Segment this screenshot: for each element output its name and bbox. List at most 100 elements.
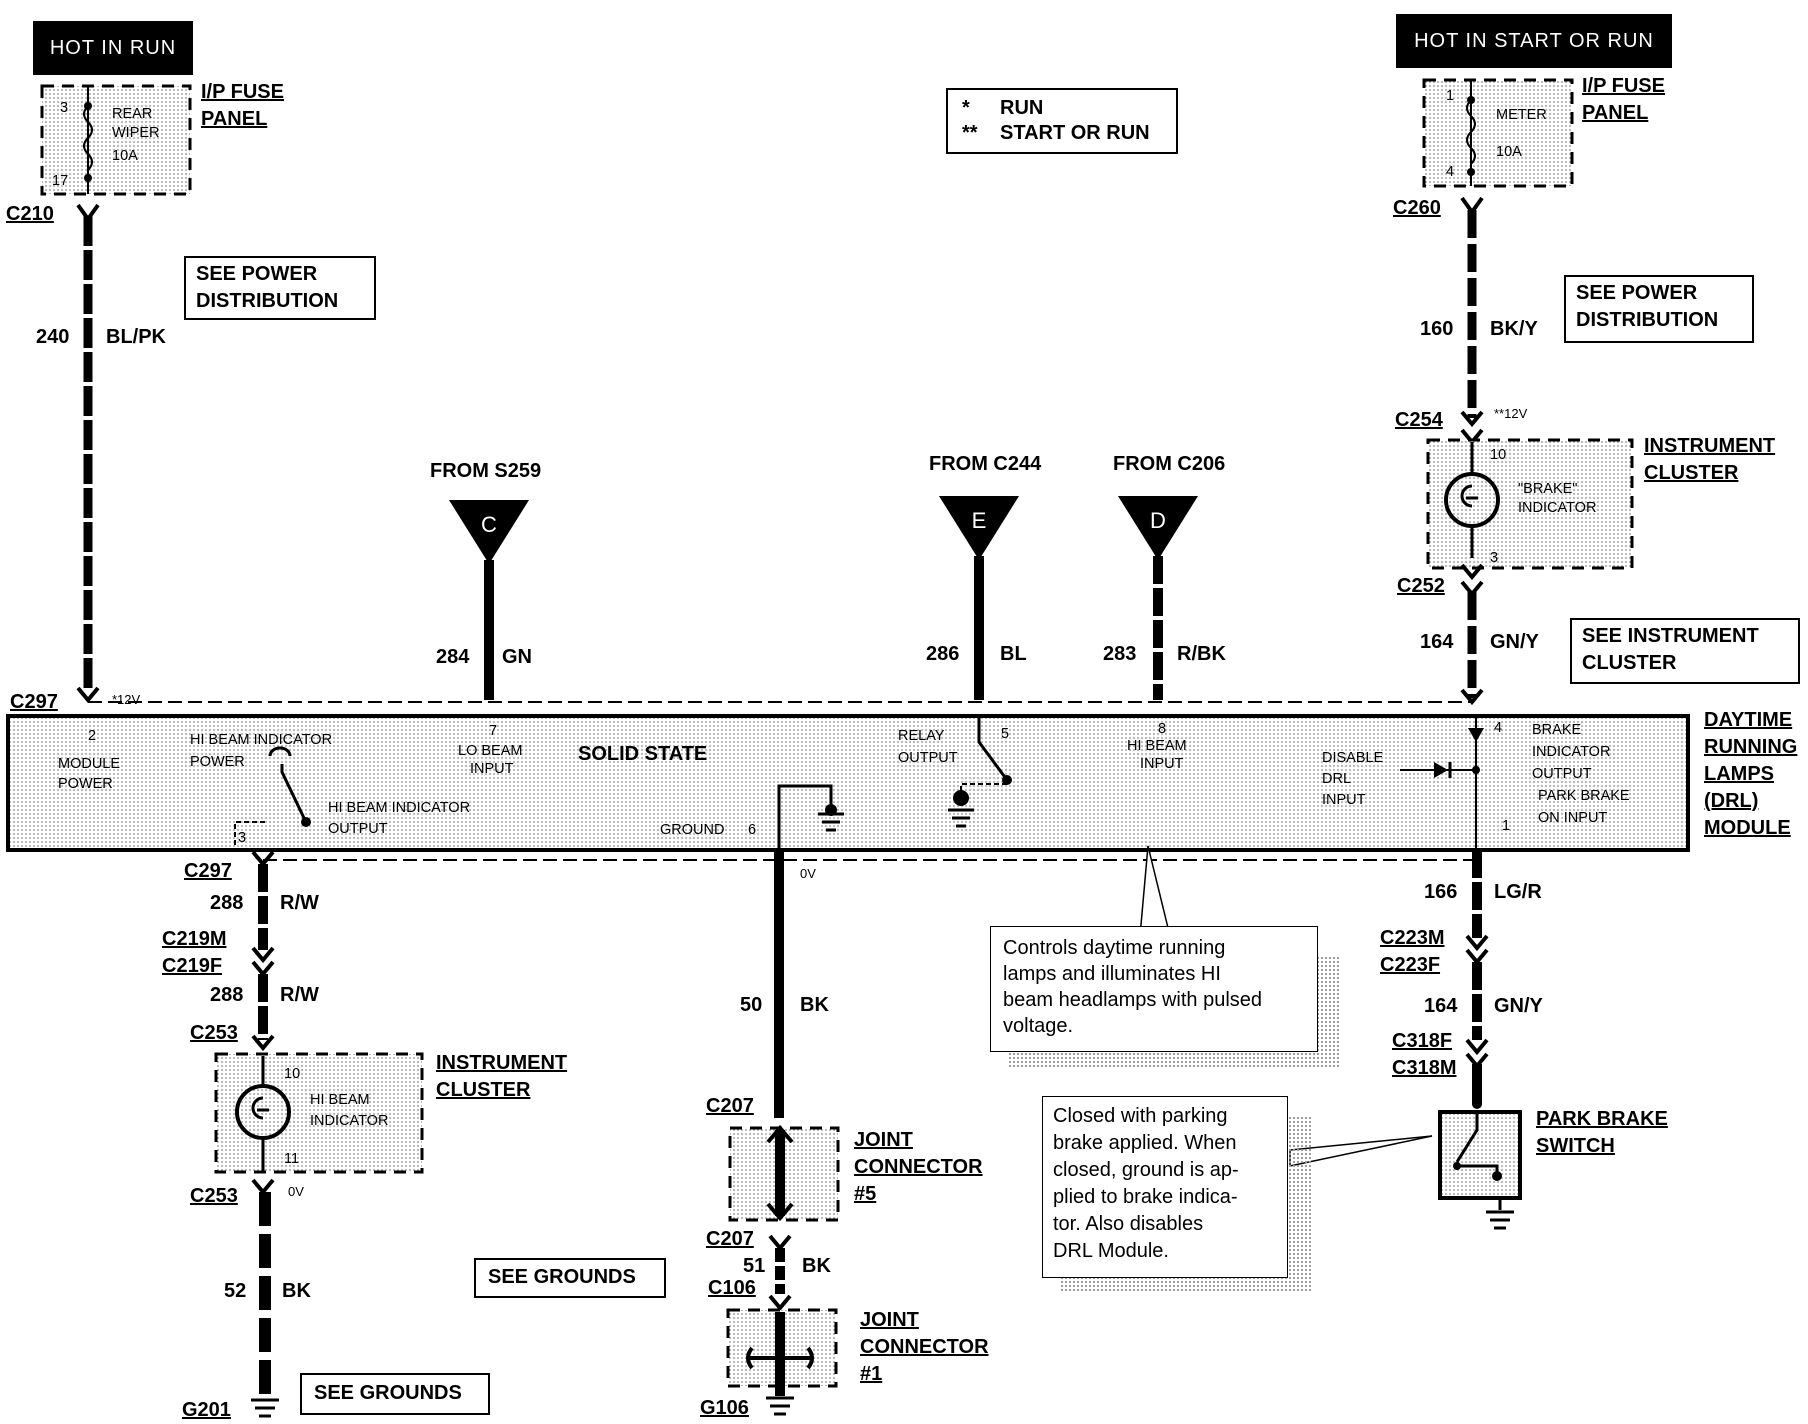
circuit-number: 52: [224, 1280, 246, 1302]
diode-icon: [1468, 728, 1484, 742]
module-text: DISABLE: [1322, 750, 1384, 766]
park-brake-note: Closed with parking brake applied. When …: [1042, 1096, 1288, 1278]
pin-label: 3: [60, 100, 68, 116]
voltage-label: 0V: [800, 866, 816, 881]
pin-label: 6: [748, 822, 756, 838]
voltage-label: **12V: [1494, 406, 1528, 421]
wire-color: BK: [282, 1280, 311, 1302]
source-label: FROM S259: [430, 460, 541, 482]
note-line: beam headlamps with pulsed: [1003, 989, 1263, 1011]
legend-symbol: **: [962, 122, 978, 144]
ref-text: DISTRIBUTION: [196, 290, 339, 312]
indicator-name: INDICATOR: [1518, 500, 1596, 516]
pin-label: 7: [489, 723, 497, 739]
legend-box: * RUN ** START OR RUN: [946, 88, 1178, 154]
module-title: DAYTIME: [1704, 709, 1792, 731]
module-title: MODULE: [1704, 817, 1791, 839]
see-power-distribution-left: SEE POWER DISTRIBUTION: [184, 256, 376, 320]
source-letter: D: [1150, 508, 1166, 533]
wire-color: BK: [802, 1255, 831, 1277]
joint-label: #1: [860, 1363, 882, 1385]
wire-color: R/W: [280, 892, 319, 914]
connector-label: C297: [10, 691, 58, 713]
module-text: LO BEAM: [458, 743, 522, 759]
note-line: plied to brake indica-: [1053, 1186, 1238, 1208]
pin-label: 1: [1446, 88, 1454, 104]
source-e-icon: [939, 496, 1019, 560]
module-text: DRL: [1322, 771, 1351, 787]
wire-color: BK/Y: [1490, 318, 1538, 340]
ref-text: SEE POWER: [196, 263, 318, 285]
connector-label: C223M: [1380, 927, 1444, 949]
connector-label: C253: [190, 1022, 238, 1044]
indicator-name: HI BEAM: [310, 1092, 370, 1108]
circuit-number: 164: [1420, 631, 1454, 653]
note-line: lamps and illuminates HI: [1003, 963, 1221, 985]
switch-icon: [268, 746, 306, 819]
module-text: INPUT: [1322, 792, 1366, 808]
fuse-name: WIPER: [112, 125, 160, 141]
connector-label: C318M: [1392, 1057, 1456, 1079]
module-text: MODULE: [58, 756, 120, 772]
circuit-number: 286: [926, 643, 959, 665]
diode-icon: [1434, 762, 1448, 778]
module-text: ON INPUT: [1538, 810, 1607, 826]
circuit-number: 166: [1424, 881, 1457, 903]
connector-label: C253: [190, 1185, 238, 1207]
connector-label: C219F: [162, 955, 222, 977]
fuse-element-icon: [1466, 99, 1476, 165]
ref-text: SEE GROUNDS: [314, 1382, 462, 1404]
source-label: FROM C206: [1113, 453, 1225, 475]
note-line: closed, ground is ap-: [1053, 1159, 1239, 1181]
joint-label: JOINT: [860, 1309, 919, 1331]
module-title: LAMPS: [1704, 763, 1774, 785]
pin-label: 5: [1001, 726, 1009, 742]
relay-switch-icon: [977, 716, 1009, 781]
module-text: BRAKE: [1532, 722, 1581, 738]
connector-label: C207: [706, 1095, 754, 1117]
indicator-name: INDICATOR: [310, 1113, 388, 1129]
rear-wiper-fuse: [40, 84, 192, 196]
park-brake-switch: [1438, 1110, 1522, 1200]
instrument-cluster-brake: [1426, 438, 1634, 570]
circuit-number: 288: [210, 892, 243, 914]
connector-label: C297: [184, 860, 232, 882]
circuit-number: 164: [1424, 995, 1458, 1017]
voltage-label: 0V: [288, 1184, 304, 1199]
pin-label: 8: [1158, 721, 1166, 737]
module-text: INPUT: [1140, 756, 1184, 772]
ground-icon: [948, 808, 974, 828]
circuit-number: 284: [436, 646, 470, 668]
pin-label: 10: [1490, 447, 1506, 463]
legend-symbol: *: [962, 97, 970, 119]
wire-color: R/BK: [1177, 643, 1226, 665]
module-text: GROUND: [660, 822, 724, 838]
ref-text: SEE GROUNDS: [488, 1266, 636, 1288]
power-header-right: HOT IN START OR RUN: [1396, 14, 1672, 68]
wire-color: R/W: [280, 984, 319, 1006]
module-text: PARK BRAKE: [1538, 788, 1630, 804]
joint-label: CONNECTOR: [854, 1156, 983, 1178]
indicator-name: "BRAKE": [1518, 481, 1577, 497]
source-c-icon: [449, 500, 529, 564]
wire-color: GN/Y: [1490, 631, 1540, 653]
wire-color: BL/PK: [106, 326, 167, 348]
ref-text: SEE INSTRUMENT: [1582, 625, 1759, 647]
legend-label: START OR RUN: [1000, 122, 1150, 144]
module-text: INDICATOR: [1532, 744, 1610, 760]
connector-label: C223F: [1380, 954, 1440, 976]
module-text: OUTPUT: [898, 750, 958, 766]
ground-icon: [251, 1398, 279, 1418]
ref-text: SEE POWER: [1576, 282, 1698, 304]
cluster-label: INSTRUMENT: [1644, 435, 1775, 457]
fuse-rating: 10A: [112, 148, 138, 164]
cluster-label: CLUSTER: [1644, 462, 1739, 484]
note-line: Closed with parking: [1053, 1105, 1228, 1127]
fuse-panel-label: I/P FUSE: [201, 81, 284, 103]
note-line: voltage.: [1003, 1015, 1074, 1037]
wire-color: LG/R: [1494, 881, 1542, 903]
legend-label: RUN: [1000, 97, 1044, 119]
ground-icon: [1486, 1198, 1514, 1230]
see-instrument-cluster: SEE INSTRUMENT CLUSTER: [1570, 618, 1800, 684]
brake-indicator-icon: [1444, 472, 1500, 528]
